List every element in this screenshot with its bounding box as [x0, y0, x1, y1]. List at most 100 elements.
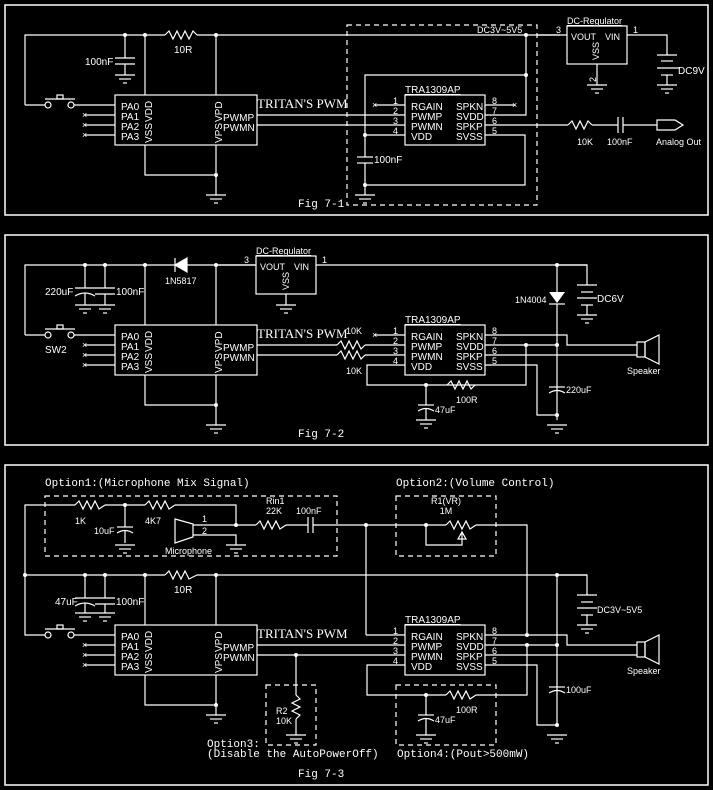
wire — [485, 364, 557, 416]
label: PWMP — [223, 343, 254, 354]
wire — [363, 183, 367, 187]
label: 10uF — [94, 526, 115, 536]
label: 6 — [492, 116, 497, 126]
label: 100uF — [566, 685, 592, 695]
label: PA0 — [121, 632, 140, 643]
wire — [366, 345, 527, 386]
option1-box — [44, 495, 338, 557]
label: DC3V~5V5 — [477, 25, 522, 35]
option2-title: Option2:(Volume Control) — [396, 478, 554, 490]
label: SVSS — [456, 362, 483, 373]
wire: × — [372, 330, 377, 340]
label: Rin1 — [266, 496, 285, 506]
label: SVDD — [456, 112, 484, 123]
label: PWMP — [223, 643, 254, 654]
label: VOUT — [571, 32, 597, 42]
label: TRA1309AP — [405, 85, 461, 96]
label: DC3V~5V5 — [597, 605, 642, 615]
ground-icon — [114, 74, 136, 84]
wire — [164, 569, 198, 581]
ground-icon — [656, 84, 678, 94]
wire — [404, 324, 486, 376]
label: 7 — [492, 336, 497, 346]
wire — [485, 334, 637, 346]
ground-icon — [285, 734, 307, 744]
wire — [417, 407, 435, 412]
figure-caption: Fig 7-2 — [298, 429, 344, 441]
label: 2 — [393, 336, 398, 346]
figure-caption: Fig 7-1 — [298, 199, 345, 211]
label: Speaker — [627, 366, 661, 376]
wire — [56, 324, 64, 330]
wire — [485, 664, 557, 726]
ground-icon — [586, 84, 608, 94]
label: TRITAN'S PWM — [257, 326, 348, 341]
label: SPKP — [456, 352, 483, 363]
label: VDD — [144, 631, 155, 652]
wire — [290, 694, 302, 720]
wire — [336, 349, 366, 361]
label: SPKN — [456, 332, 483, 343]
wire — [44, 631, 52, 639]
amp-chip — [404, 94, 486, 146]
label: 6 — [492, 346, 497, 356]
label: 10K — [276, 716, 292, 726]
label: PWMP — [223, 113, 254, 124]
label: 3 — [393, 346, 398, 356]
option3-title: Option3: — [207, 739, 260, 751]
ground-icon — [74, 304, 96, 314]
label: PA0 — [121, 332, 140, 343]
label: PA2 — [121, 652, 140, 663]
ground-icon — [354, 194, 376, 204]
wire: × — [372, 100, 377, 110]
wire — [67, 101, 75, 109]
label: VPD — [214, 631, 225, 652]
label: 8 — [492, 626, 497, 636]
label: DC-Regulator — [567, 16, 622, 26]
wire — [44, 331, 52, 339]
wire — [74, 499, 106, 511]
label: PWMP — [411, 342, 442, 353]
label: 1N5817 — [165, 276, 197, 286]
wire — [144, 499, 176, 511]
wire — [525, 633, 529, 637]
wire — [644, 634, 660, 665]
figure-frame — [4, 234, 709, 446]
label: Analog Out — [656, 137, 702, 147]
wire — [548, 689, 566, 694]
wire — [336, 339, 366, 351]
label: VDD — [411, 362, 432, 373]
ground-icon — [114, 544, 136, 554]
label: 220uF — [566, 385, 592, 395]
wire — [555, 723, 559, 727]
wire — [24, 504, 75, 575]
wire — [567, 119, 593, 131]
wire — [114, 324, 258, 376]
label: 100R — [456, 395, 478, 405]
label: 1 — [393, 96, 398, 106]
label: SPKN — [456, 102, 483, 113]
analog-out-connector — [656, 119, 685, 131]
speaker-icon — [636, 341, 646, 358]
label: 4K7 — [145, 516, 161, 526]
label: PWMP — [411, 112, 442, 123]
wire — [67, 331, 75, 339]
wire — [214, 703, 218, 707]
ground-icon — [74, 612, 96, 622]
ground-icon — [546, 424, 568, 434]
wire — [114, 624, 258, 676]
resistor-label: 10R — [174, 45, 192, 56]
figure-frame — [4, 4, 709, 216]
wire — [24, 575, 45, 636]
wire: × — [82, 110, 87, 120]
option1-title: Option1:(Microphone Mix Signal) — [45, 478, 250, 490]
label: VDD — [144, 331, 155, 352]
label: SVSS — [456, 132, 483, 143]
label: SW2 — [45, 345, 67, 356]
speaker-icon — [636, 641, 646, 658]
label: 47uF — [435, 405, 456, 415]
ground-icon — [275, 304, 297, 314]
label: RGAIN — [411, 332, 443, 343]
wire: × — [82, 640, 87, 650]
